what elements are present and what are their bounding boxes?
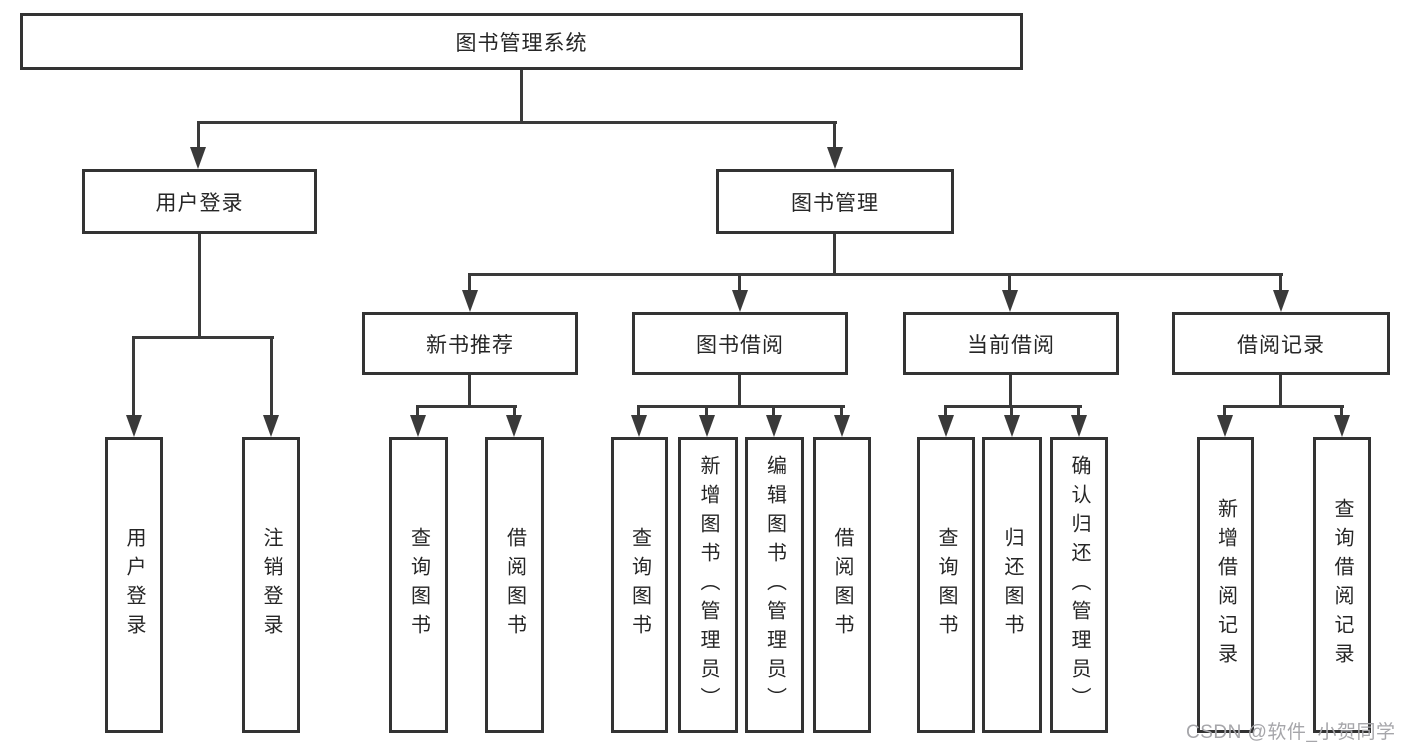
connector-arrow-down-icon <box>263 415 279 437</box>
connector-line <box>1340 405 1343 417</box>
connector-arrow-down-icon <box>1071 415 1087 437</box>
node-new-book-recommend: 新书推荐 <box>362 312 578 375</box>
connector-arrow-down-icon <box>506 415 522 437</box>
connector-line <box>1077 405 1080 417</box>
connector-arrow-down-icon <box>1002 290 1018 312</box>
connector-line <box>513 405 516 417</box>
node-user-login: 用户登录 <box>82 169 317 234</box>
connector-line <box>1223 405 1344 408</box>
connector-line <box>772 405 775 417</box>
connector-arrow-down-icon <box>732 290 748 312</box>
node-label: 新增借阅记录 <box>1214 498 1237 672</box>
connector-arrow-down-icon <box>190 147 206 169</box>
connector-arrow-down-icon <box>126 415 142 437</box>
node-user-login-leaf: 用户登录 <box>105 437 163 733</box>
connector-arrow-down-icon <box>834 415 850 437</box>
node-label: 用户登录 <box>123 527 145 643</box>
node-book-management: 图书管理 <box>716 169 954 234</box>
connector-line <box>132 336 274 339</box>
node-label: 注销登录 <box>260 527 282 643</box>
node-return-book: 归还图书 <box>982 437 1042 733</box>
connector-line <box>132 336 135 418</box>
node-label: 查询借阅记录 <box>1331 498 1353 672</box>
connector-arrow-down-icon <box>827 147 843 169</box>
node-root: 图书管理系统 <box>20 13 1023 70</box>
node-add-borrow-record: 新增借阅记录 <box>1197 437 1254 733</box>
connector-arrow-down-icon <box>631 415 647 437</box>
node-label: 确认归还（管理员） <box>1068 454 1090 716</box>
node-label: 图书借阅 <box>696 333 784 357</box>
node-borrow-books-leaf: 借阅图书 <box>813 437 871 733</box>
node-label: 查询图书 <box>628 527 651 643</box>
node-book-borrow: 图书借阅 <box>632 312 848 375</box>
node-query-books-recommend: 查询图书 <box>389 437 448 733</box>
connector-line <box>197 121 200 151</box>
node-add-book-admin: 新增图书（管理员） <box>678 437 738 733</box>
connector-arrow-down-icon <box>462 290 478 312</box>
node-label: 图书管理系统 <box>455 31 588 55</box>
watermark: CSDN @软件_小贺同学 <box>1186 722 1396 743</box>
connector-line <box>416 405 419 417</box>
connector-line <box>705 405 708 417</box>
node-logout: 注销登录 <box>242 437 300 733</box>
connector-arrow-down-icon <box>1334 415 1350 437</box>
node-label: 借阅记录 <box>1237 333 1325 357</box>
connector-line <box>944 405 947 417</box>
connector-line <box>833 121 836 151</box>
connector-line <box>468 273 471 293</box>
connector-line <box>468 375 471 407</box>
node-edit-book-admin: 编辑图书（管理员） <box>745 437 804 733</box>
connector-arrow-down-icon <box>766 415 782 437</box>
connector-line <box>833 234 836 275</box>
connector-line <box>1279 273 1282 293</box>
node-current-borrow: 当前借阅 <box>903 312 1119 375</box>
connector-arrow-down-icon <box>1004 415 1020 437</box>
node-label: 归还图书 <box>1001 527 1023 643</box>
node-query-borrow-record: 查询借阅记录 <box>1313 437 1371 733</box>
node-label: 查询图书 <box>935 527 957 643</box>
node-label: 图书管理 <box>791 191 879 215</box>
node-label: 用户登录 <box>155 191 244 215</box>
connector-line <box>738 375 741 407</box>
node-borrow-books-recommend: 借阅图书 <box>485 437 544 733</box>
connector-line <box>1279 375 1282 407</box>
connector-line <box>1008 273 1011 293</box>
connector-line <box>270 336 273 418</box>
connector-line <box>1010 405 1013 417</box>
connector-line <box>198 234 201 339</box>
connector-line <box>468 273 1283 276</box>
connector-line <box>520 70 523 121</box>
node-label: 借阅图书 <box>503 527 526 643</box>
connector-line <box>1009 375 1012 407</box>
node-label: 编辑图书（管理员） <box>763 454 786 716</box>
node-query-books-borrow: 查询图书 <box>611 437 668 733</box>
connector-arrow-down-icon <box>410 415 426 437</box>
connector-line <box>416 405 517 408</box>
node-borrow-records: 借阅记录 <box>1172 312 1390 375</box>
connector-line <box>197 121 837 124</box>
node-label: 新书推荐 <box>426 333 514 357</box>
node-label: 查询图书 <box>407 527 430 643</box>
node-label: 借阅图书 <box>831 527 853 643</box>
connector-line <box>840 405 843 417</box>
connector-line <box>1223 405 1226 417</box>
connector-line <box>738 273 741 293</box>
node-confirm-return-admin: 确认归还（管理员） <box>1050 437 1108 733</box>
node-label: 当前借阅 <box>967 333 1055 357</box>
connector-arrow-down-icon <box>1217 415 1233 437</box>
connector-arrow-down-icon <box>699 415 715 437</box>
node-label: 新增图书（管理员） <box>697 454 719 716</box>
connector-line <box>944 405 1082 408</box>
connector-line <box>637 405 640 417</box>
connector-arrow-down-icon <box>938 415 954 437</box>
connector-line <box>637 405 845 408</box>
connector-arrow-down-icon <box>1273 290 1289 312</box>
node-query-books-current: 查询图书 <box>917 437 975 733</box>
